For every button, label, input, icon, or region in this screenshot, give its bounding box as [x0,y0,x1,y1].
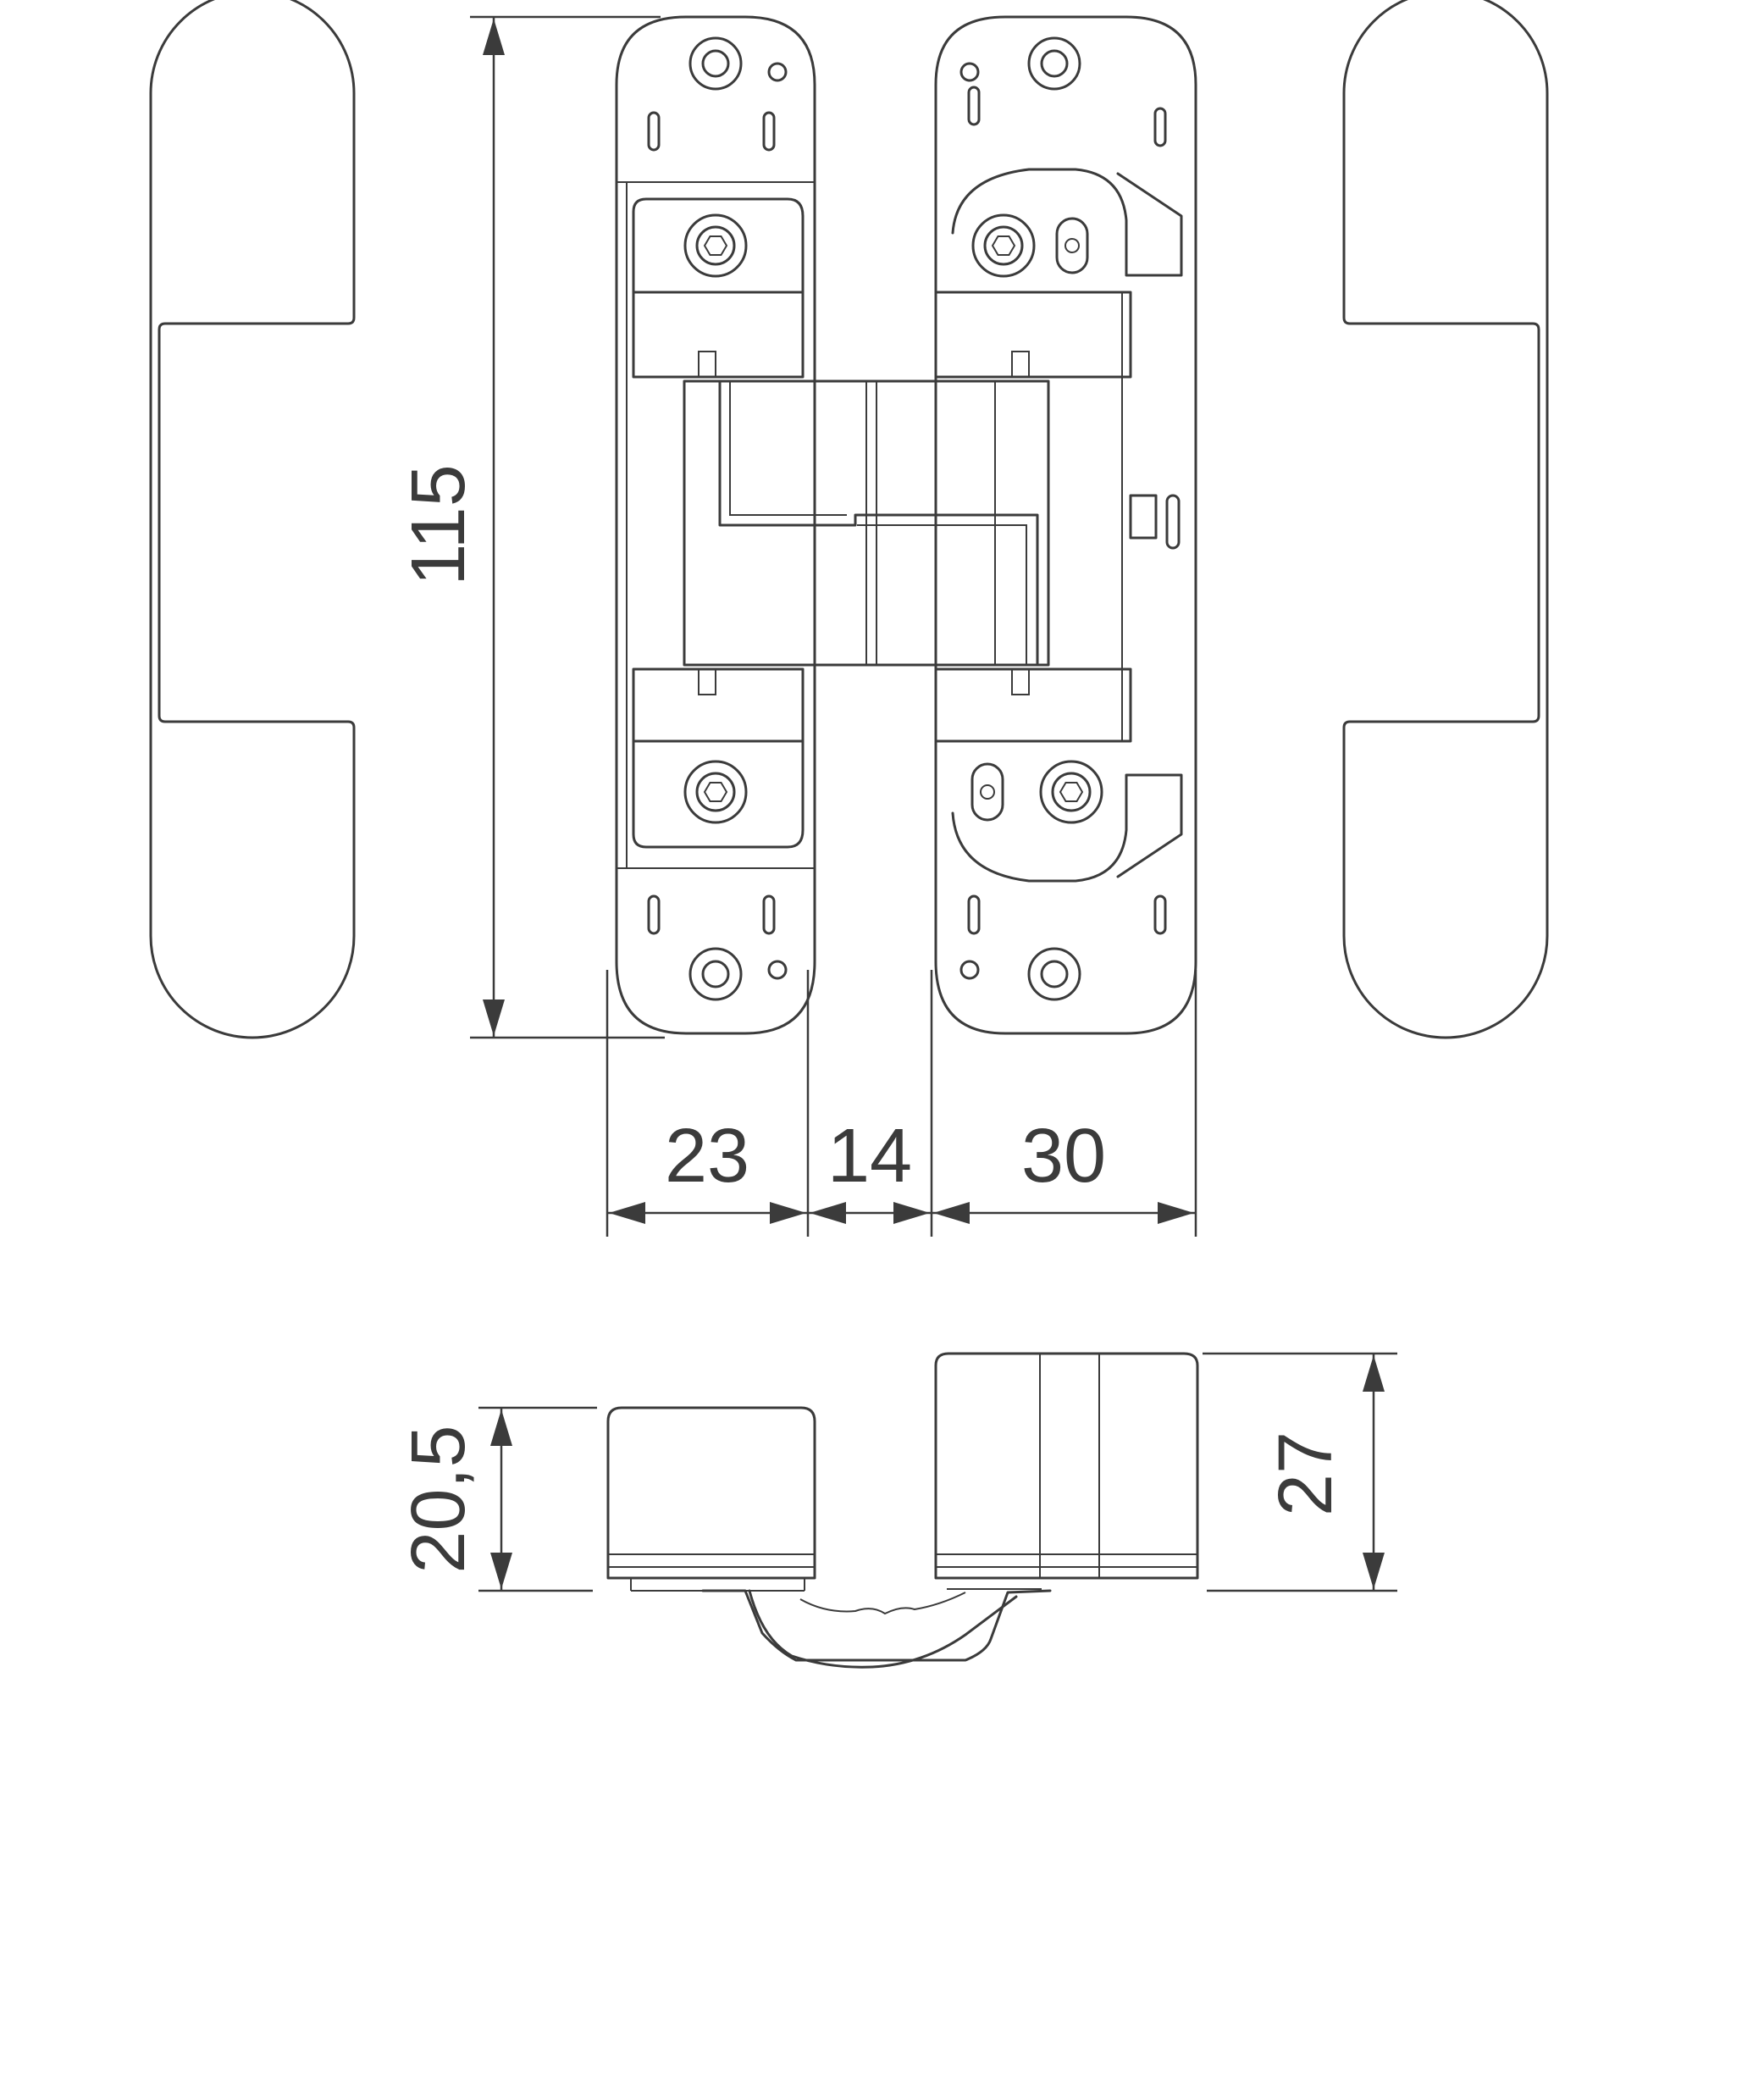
height-dimension-label: 115 [396,464,481,585]
left-cover-cap [149,0,356,1039]
right-hinge-body [934,15,1197,1035]
depth-right-label: 27 [1264,1431,1348,1516]
left-hinge-body [615,15,816,1035]
depth-left-label: 20,5 [396,1425,481,1573]
depth-left-dimension: 20,5 [396,1406,597,1592]
width-right-label: 30 [1021,1114,1106,1199]
central-linkage [683,379,1050,667]
right-cover-cap [1342,0,1549,1039]
width-left-label: 23 [665,1114,749,1199]
width-dimensions: 23 14 30 [606,970,1197,1237]
hinge-side-view [606,1352,1199,1669]
height-dimension: 115 [396,15,665,1039]
width-gap-label: 14 [827,1114,912,1199]
depth-right-dimension: 27 [1203,1352,1397,1592]
